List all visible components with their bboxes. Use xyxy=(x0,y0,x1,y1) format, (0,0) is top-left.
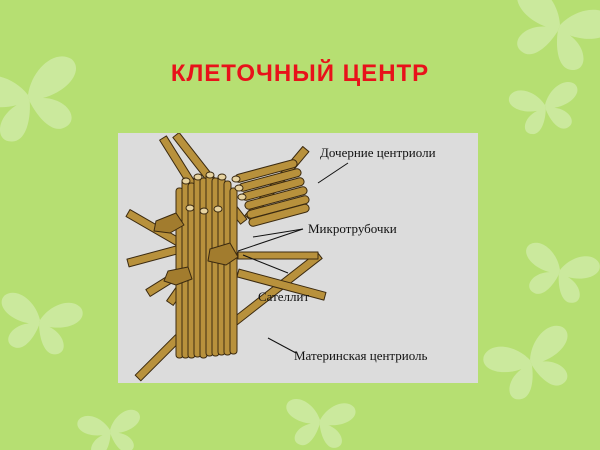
butterfly-icon xyxy=(480,322,584,407)
butterfly-icon xyxy=(515,240,600,308)
butterfly-icon xyxy=(0,290,85,359)
centrosome-diagram xyxy=(125,133,349,382)
butterfly-icon xyxy=(283,398,357,450)
butterfly-icon xyxy=(76,408,145,450)
label-mother-centriole: Материнская центриоль xyxy=(294,348,428,363)
label-daughter-centrioles: Дочерние центриоли xyxy=(320,145,436,160)
label-microtubules: Микротрубочки xyxy=(308,221,397,236)
mother-centriole xyxy=(175,171,238,359)
daughter-centrioles xyxy=(231,159,310,227)
satellites xyxy=(153,212,239,286)
diagram-panel: Дочерние центриоли Микротрубочки Сателли… xyxy=(118,133,478,383)
butterfly-icon xyxy=(507,80,584,138)
slide-title: КЛЕТОЧНЫЙ ЦЕНТР xyxy=(170,60,430,87)
pointer-lines xyxy=(237,162,349,354)
label-satellite: Сателлит xyxy=(258,289,310,304)
